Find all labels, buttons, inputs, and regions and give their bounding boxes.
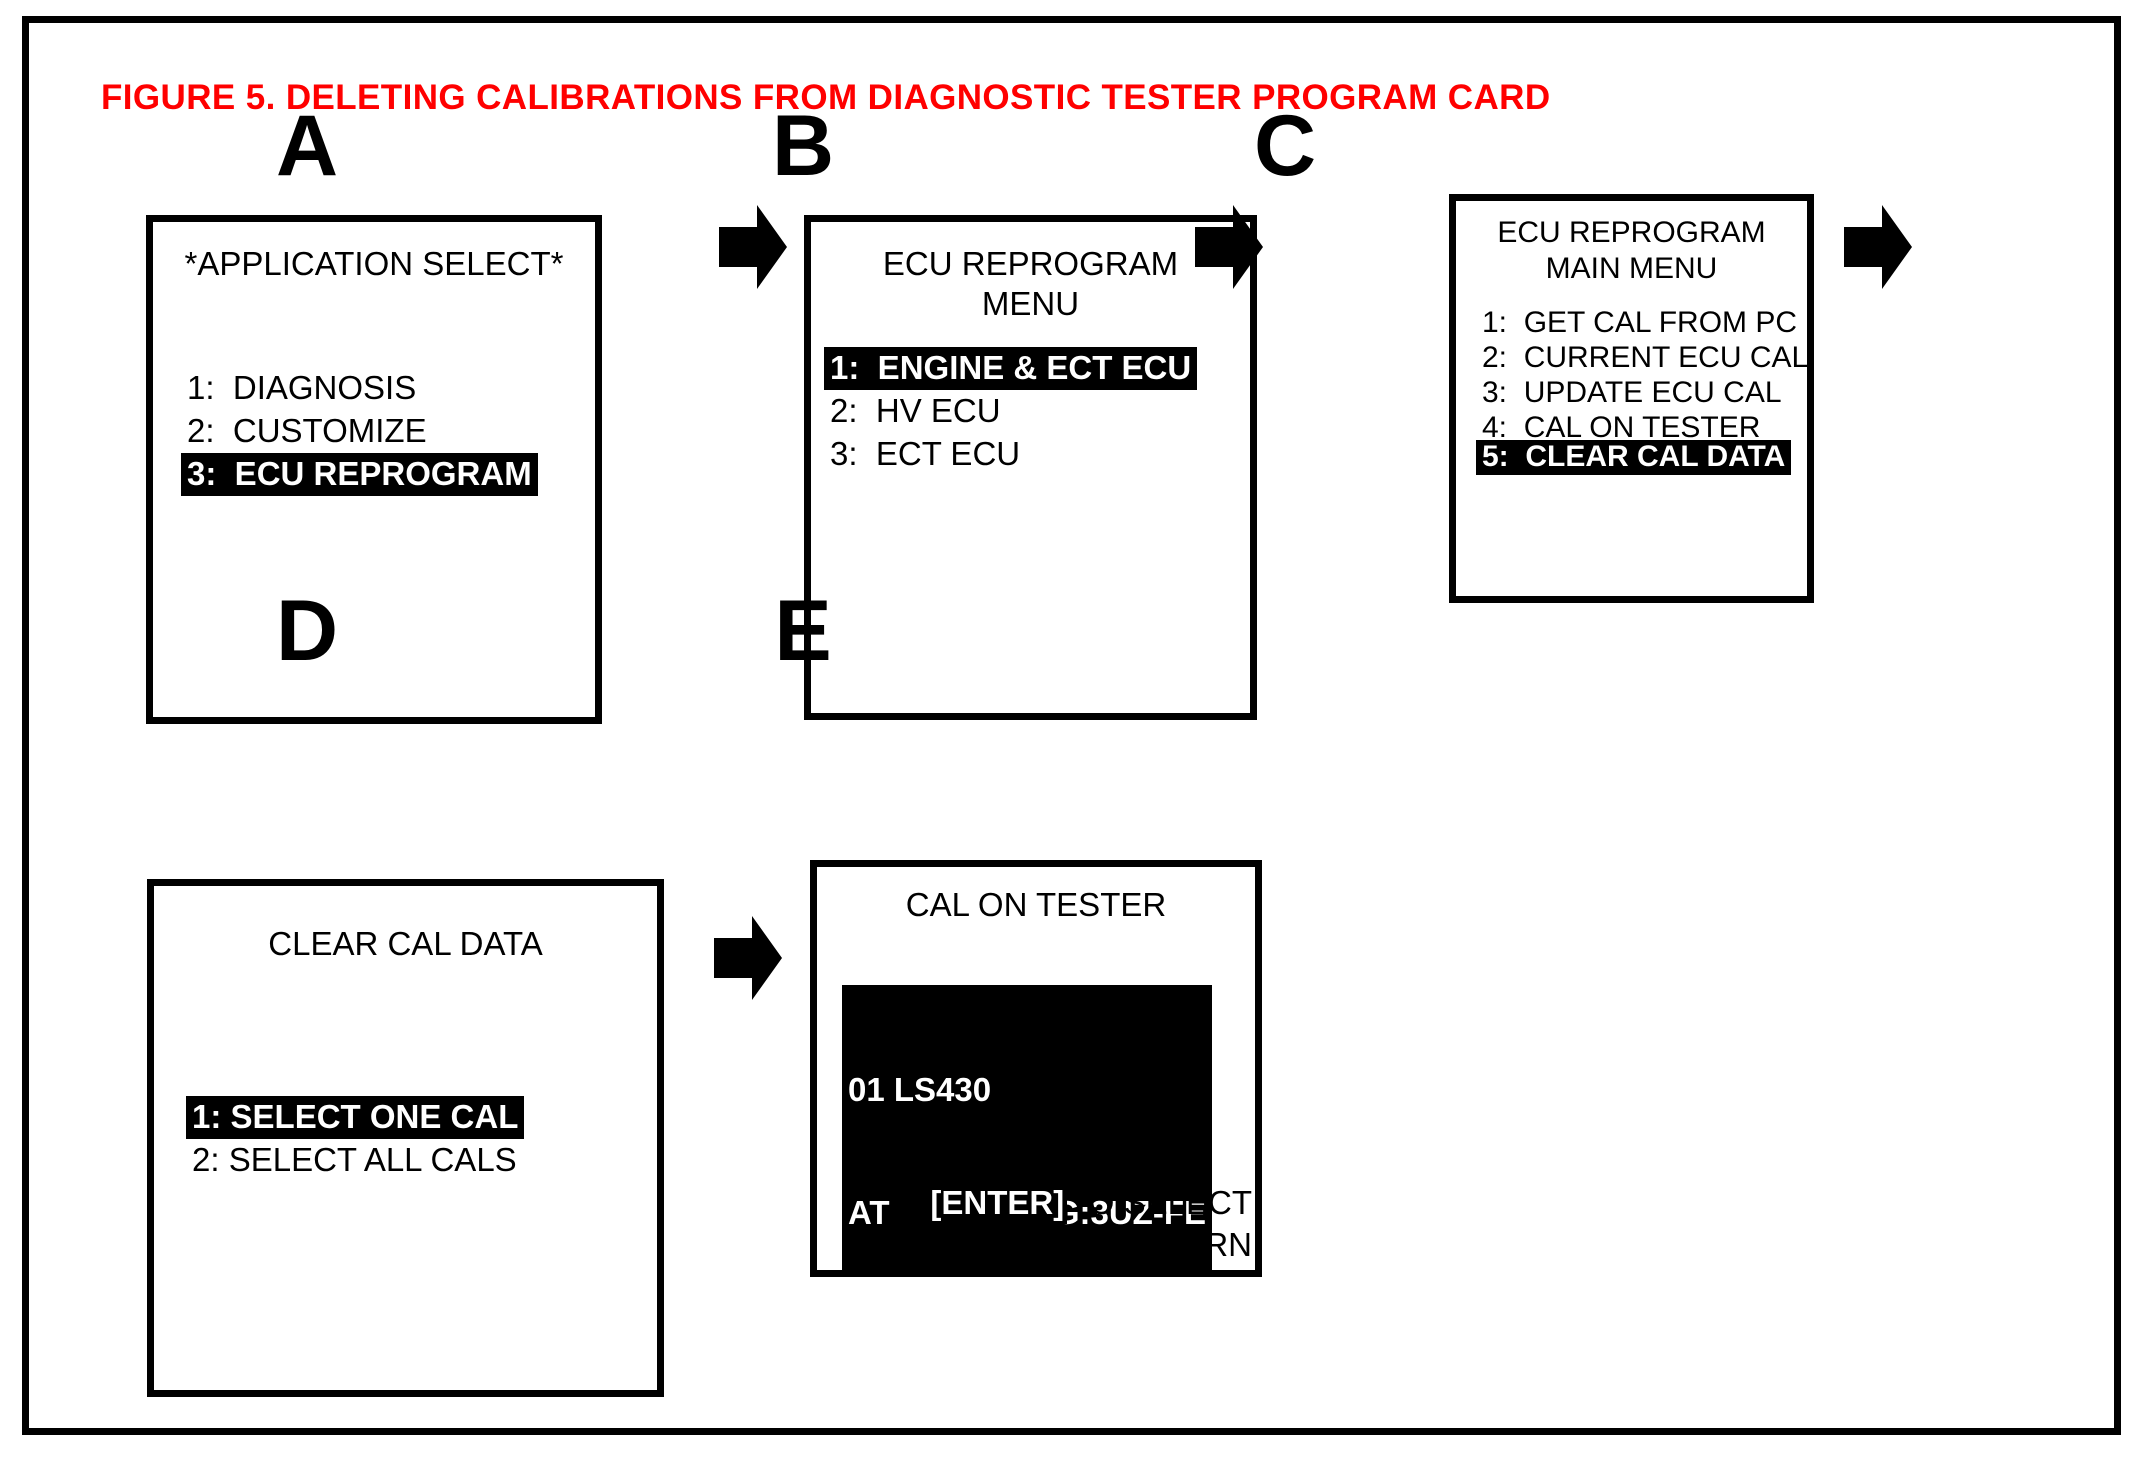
enter-key-badge[interactable]: [ENTER]	[927, 1182, 1068, 1224]
cal-item-trans: AT	[848, 1194, 890, 1231]
screen-panel-d: CLEAR CAL DATA 1: SELECT ONE CAL 2: SELE…	[147, 879, 664, 1397]
menu-item-a-2[interactable]: 2: CUSTOMIZE	[187, 412, 427, 449]
panel-letter-b: B	[771, 98, 835, 194]
menu-item-d-2[interactable]: 2: SELECT ALL CALS	[192, 1141, 517, 1178]
arrow-a-to-b-icon	[719, 203, 787, 291]
menu-item-d-1[interactable]: 1: SELECT ONE CAL	[186, 1096, 525, 1139]
enter-key-action: TO SELECT	[1069, 1184, 1252, 1221]
screen-subtitle-c: MAIN MENU	[1545, 252, 1718, 285]
arrow-c-to-next-icon	[1844, 203, 1912, 291]
cal-item-name: 01 LS430	[848, 1071, 992, 1108]
menu-item-a-1[interactable]: 1: DIAGNOSIS	[187, 369, 417, 406]
menu-list-a: 1: DIAGNOSIS 2: CUSTOMIZE 3: ECU REPROGR…	[181, 367, 538, 496]
exit-key-badge[interactable]: [EXIT]	[966, 1226, 1059, 1263]
panel-letter-c: C	[1253, 98, 1317, 194]
exit-key-action: TO RETURN	[1060, 1226, 1252, 1263]
key-hint-enter: [ENTER]TO SELECT	[842, 1182, 1252, 1224]
screen-panel-c: ECU REPROGRAM MAIN MENU 1: GET CAL FROM …	[1449, 194, 1814, 603]
menu-item-c-1[interactable]: 1: GET CAL FROM PC	[1482, 306, 1798, 339]
screen-title-c: ECU REPROGRAM	[1497, 216, 1766, 249]
panel-letter-a: A	[275, 98, 339, 194]
menu-item-b-1[interactable]: 1: ENGINE & ECT ECU	[824, 347, 1198, 390]
screen-panel-b: ECU REPROGRAM MENU 1: ENGINE & ECT ECU 2…	[804, 215, 1257, 720]
screen-title-b: ECU REPROGRAM	[882, 245, 1179, 282]
menu-list-d: 1: SELECT ONE CAL 2: SELECT ALL CALS	[186, 1096, 525, 1182]
key-hints-e: [ENTER]TO SELECT [EXIT]TO RETURN	[842, 1182, 1252, 1266]
key-hint-exit: [EXIT]TO RETURN	[842, 1224, 1252, 1266]
screen-title-e: CAL ON TESTER	[905, 886, 1167, 923]
menu-list-c: 1: GET CAL FROM PC 2: CURRENT ECU CAL 3:…	[1476, 306, 1809, 475]
menu-item-b-3[interactable]: 3: ECT ECU	[830, 435, 1021, 472]
screen-panel-a: *APPLICATION SELECT* 1: DIAGNOSIS 2: CUS…	[146, 215, 602, 724]
screen-subtitle-b: MENU	[981, 285, 1080, 322]
menu-item-c-5[interactable]: 5: CLEAR CAL DATA	[1476, 440, 1792, 475]
arrow-d-to-e-icon	[714, 914, 782, 1002]
arrow-b-to-c-icon	[1195, 203, 1263, 291]
menu-item-c-3[interactable]: 3: UPDATE ECU CAL	[1482, 376, 1782, 409]
menu-item-b-2[interactable]: 2: HV ECU	[830, 392, 1001, 429]
screen-title-d: CLEAR CAL DATA	[268, 925, 543, 962]
menu-list-b: 1: ENGINE & ECT ECU 2: HV ECU 3: ECT ECU	[824, 347, 1198, 476]
menu-item-c-4[interactable]: 4: CAL ON TESTER	[1482, 411, 1761, 444]
figure-frame: FIGURE 5. DELETING CALIBRATIONS FROM DIA…	[22, 16, 2121, 1435]
figure-title: FIGURE 5. DELETING CALIBRATIONS FROM DIA…	[101, 78, 1551, 117]
menu-item-c-2[interactable]: 2: CURRENT ECU CAL	[1482, 341, 1809, 374]
screen-title-a: *APPLICATION SELECT*	[184, 245, 564, 282]
panel-letter-d: D	[275, 583, 339, 679]
panel-letter-e: E	[774, 583, 832, 679]
menu-item-a-3[interactable]: 3: ECU REPROGRAM	[181, 453, 538, 496]
